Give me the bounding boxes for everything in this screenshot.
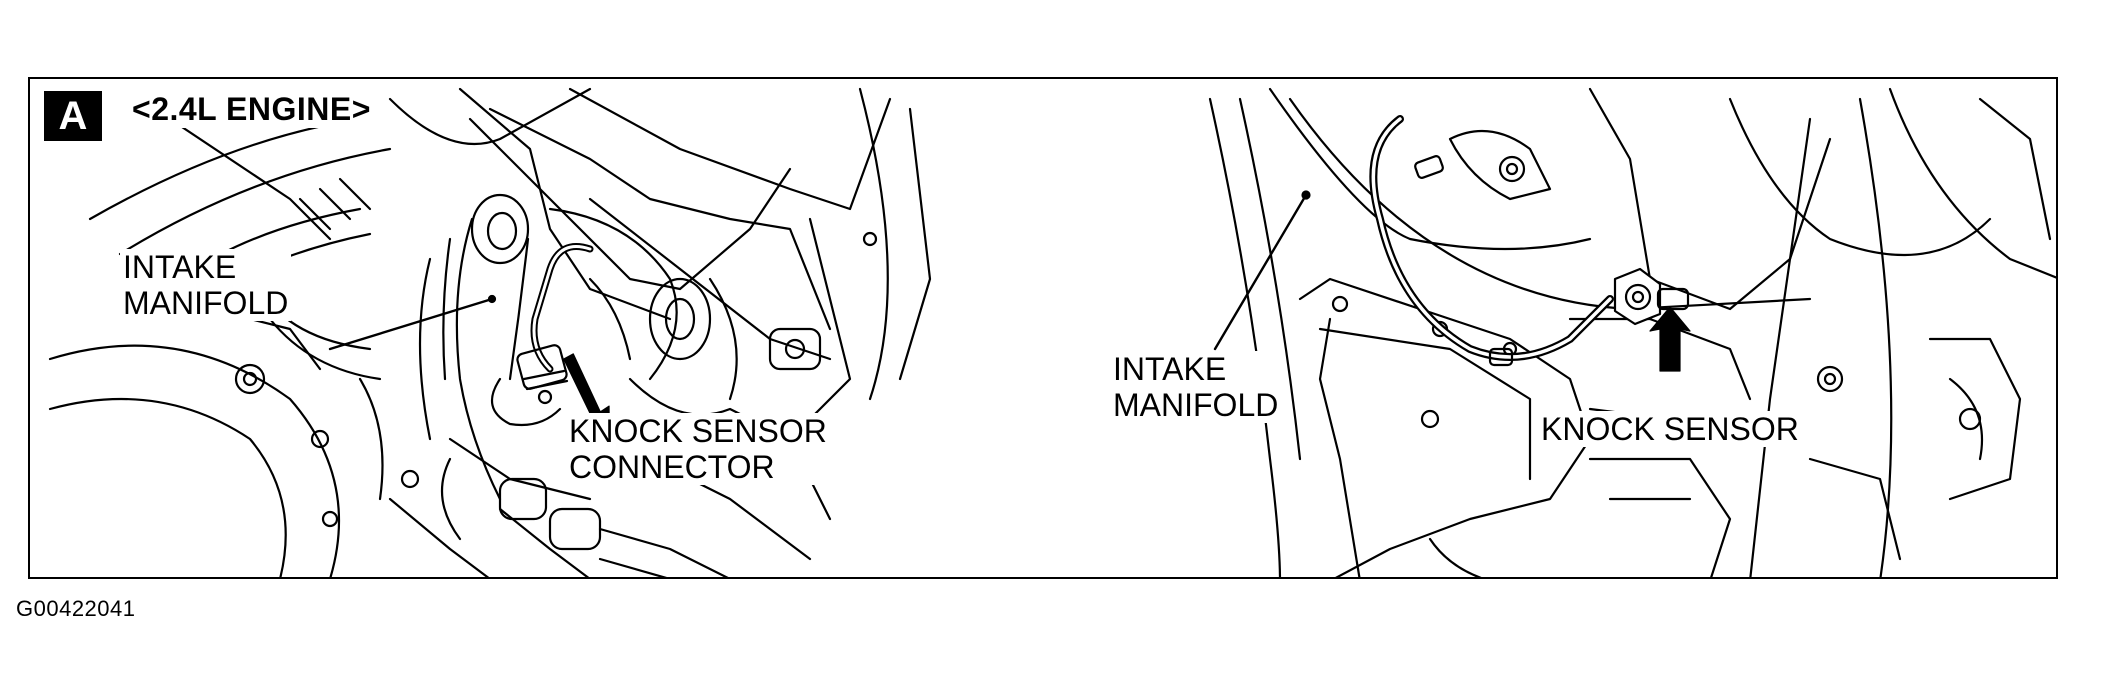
knock-sensor-connector-label: KNOCK SENSOR CONNECTOR: [566, 413, 830, 485]
left-intake-label-line2: MANIFOLD: [123, 285, 289, 321]
sensor-pointer-arrow: [1649, 306, 1691, 372]
connector-label-line2: CONNECTOR: [569, 449, 775, 485]
right-intake-manifold-label: INTAKE MANIFOLD: [1110, 351, 1282, 423]
engine-heading: <2.4L ENGINE>: [128, 91, 375, 128]
engine-line-art: [48, 87, 2056, 577]
sensor-label-text: KNOCK SENSOR: [1541, 411, 1799, 447]
knock-sensor-label: KNOCK SENSOR: [1538, 411, 1802, 447]
figure-frame: A <2.4L ENGINE> INTAKE MANIFOLD KNOCK SE…: [28, 77, 2058, 579]
left-engine-view: [48, 87, 932, 577]
connector-label-line1: KNOCK SENSOR: [569, 413, 827, 449]
right-intake-label-line1: INTAKE: [1113, 351, 1227, 387]
right-engine-view: [1208, 87, 2056, 577]
figure-id: G00422041: [16, 596, 136, 621]
left-intake-manifold-label: INTAKE MANIFOLD: [120, 249, 292, 321]
right-intake-label-line2: MANIFOLD: [1113, 387, 1279, 423]
panel-badge: A: [44, 91, 102, 141]
left-intake-label-line1: INTAKE: [123, 249, 237, 285]
